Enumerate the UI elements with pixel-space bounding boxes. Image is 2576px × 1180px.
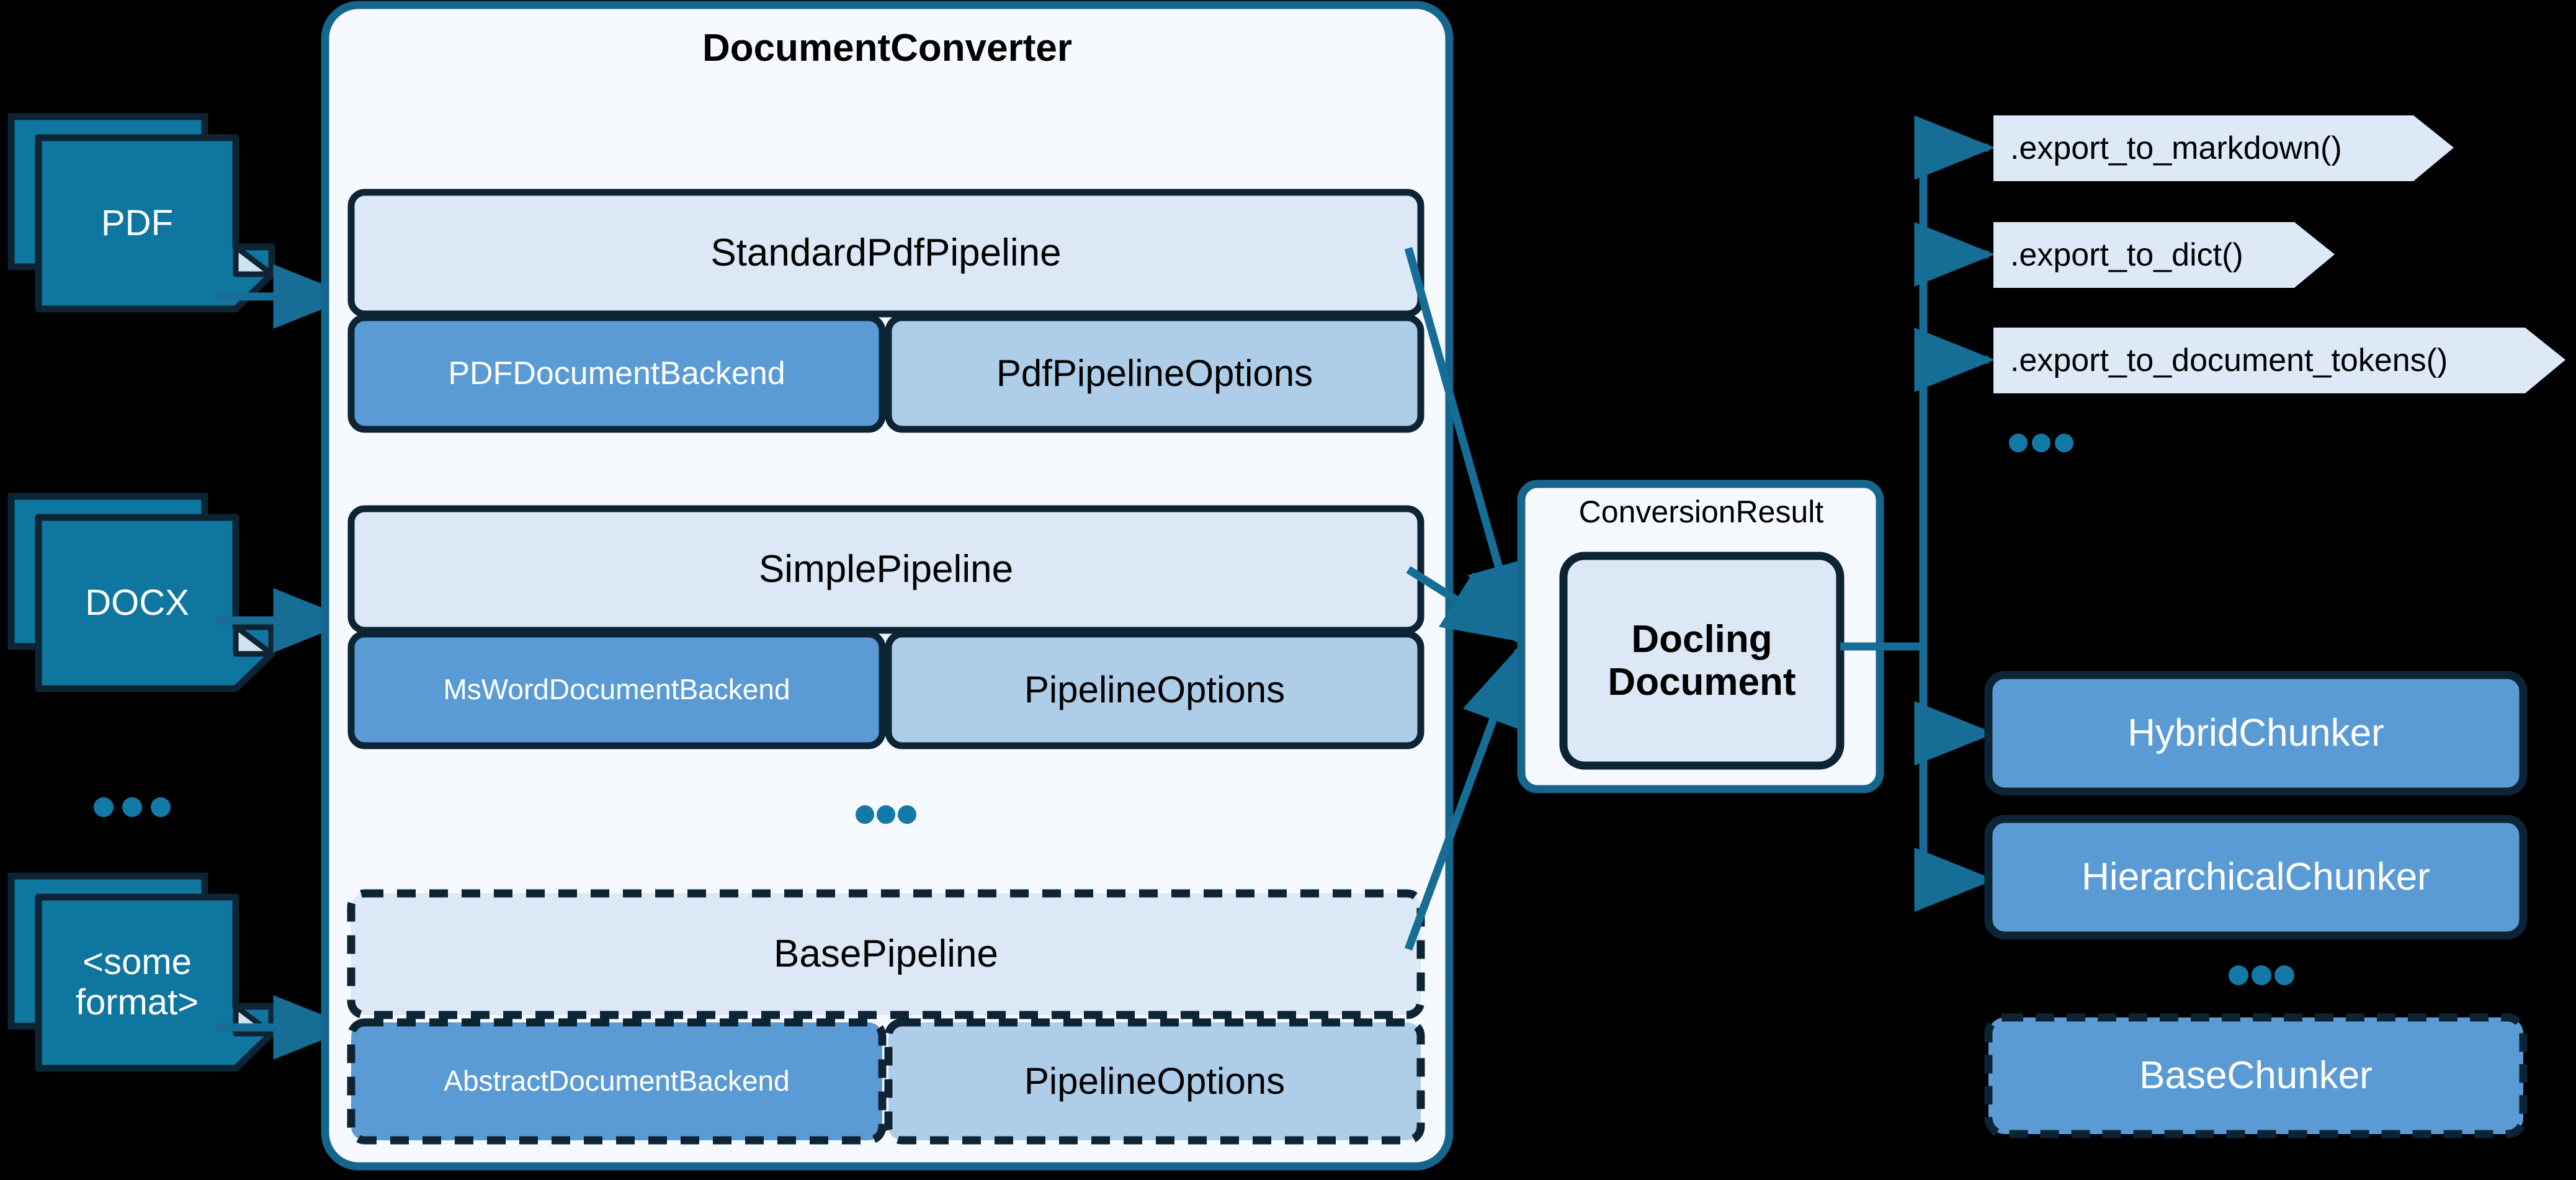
- input-doc-docx: [7, 493, 275, 692]
- input-doc-some-format: [7, 872, 275, 1072]
- pipeline-to-result-arrows: [1404, 247, 1530, 951]
- hierarchical-chunker-box: [1984, 815, 2528, 940]
- input-doc-pdf: [7, 113, 275, 313]
- output-tree-connectors: [1840, 115, 1995, 912]
- docling-document-box: [1559, 552, 1845, 770]
- standard-pdf-pipeline-group: [347, 189, 1424, 433]
- base-pipeline-group: [347, 889, 1425, 1145]
- converter-ellipsis-icon: [856, 805, 916, 824]
- chunker-ellipsis-icon: [2229, 965, 2294, 985]
- export-to-markdown[interactable]: [1993, 115, 2454, 181]
- simple-pipeline-group: [347, 505, 1424, 749]
- base-chunker-box: [1984, 1013, 2528, 1138]
- export-ellipsis-icon: [2009, 434, 2073, 452]
- hybrid-chunker-box: [1984, 671, 2528, 796]
- input-ellipsis-icon: [94, 797, 171, 817]
- export-to-document-tokens[interactable]: [1993, 328, 2565, 393]
- export-to-dict[interactable]: [1993, 222, 2335, 288]
